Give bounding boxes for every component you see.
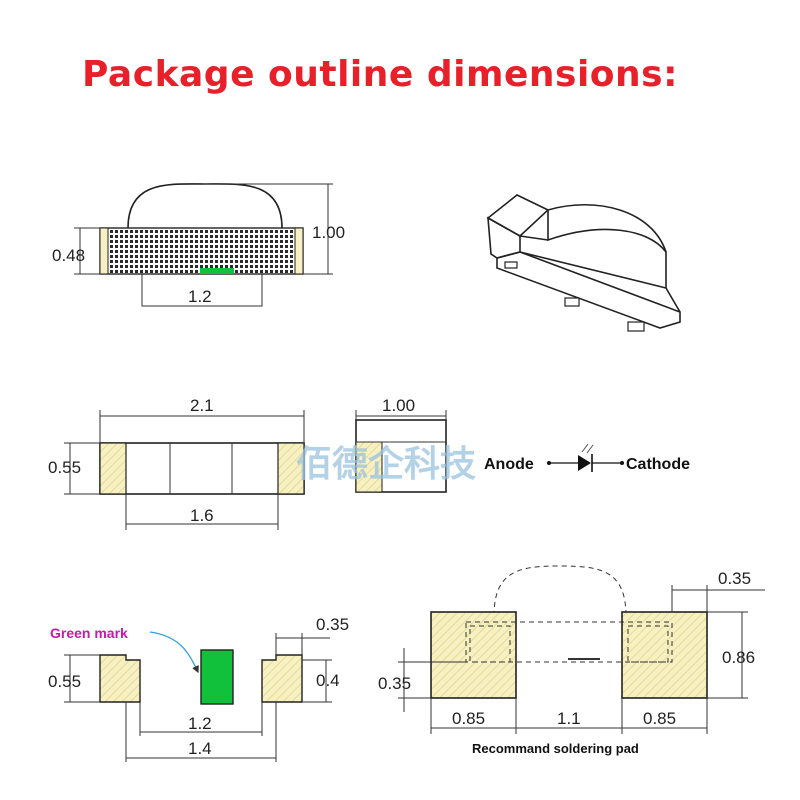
diode-icon [578,455,591,471]
dim-pad-right: 0.85 [643,709,676,728]
dim-height-total: 1.00 [312,223,345,242]
side-view: 1.00 0.48 1.2 [52,183,345,307]
dim-end-width: 1.00 [382,396,415,415]
dim-height-body: 0.48 [52,246,85,265]
dim-height: 0.55 [48,458,81,477]
dim-height: 0.86 [722,648,755,667]
dim-pad-width: 0.35 [316,615,349,634]
dim-gap: 1.1 [557,709,581,728]
dim-pad-height: 0.4 [316,671,340,690]
dim-height: 0.55 [48,672,81,691]
green-mark [200,649,234,705]
dim-outer: 1.4 [188,739,212,758]
watermark: 佰德企科技 [296,443,476,485]
front-view: 2.1 0.55 1.6 [48,396,305,530]
dim-inner: 1.6 [190,506,214,525]
dim-left-gap: 0.35 [378,674,411,693]
page-title: Package outline dimensions: [82,54,678,95]
end-view: 1.00 [355,396,447,493]
solder-pad-caption: Recommand soldering pad [472,741,639,756]
polarity-symbol: Anode Cathode [484,443,690,473]
dim-top: 0.35 [718,569,751,588]
dim-pad-width: 1.2 [188,287,212,306]
dim-inner: 1.2 [188,714,212,733]
anode-label: Anode [484,456,534,473]
solder-pad-view: 0.35 0.86 0.35 0.85 1.1 0.85 Recommand s… [378,565,765,756]
dim-pad-left: 0.85 [452,709,485,728]
iso-view [486,194,681,332]
dim-length: 2.1 [190,396,214,415]
bottom-view: Green mark 0.35 0.55 0.4 1.2 1.4 [48,615,349,762]
cathode-label: Cathode [626,456,690,473]
green-mark-label: Green mark [50,625,128,641]
